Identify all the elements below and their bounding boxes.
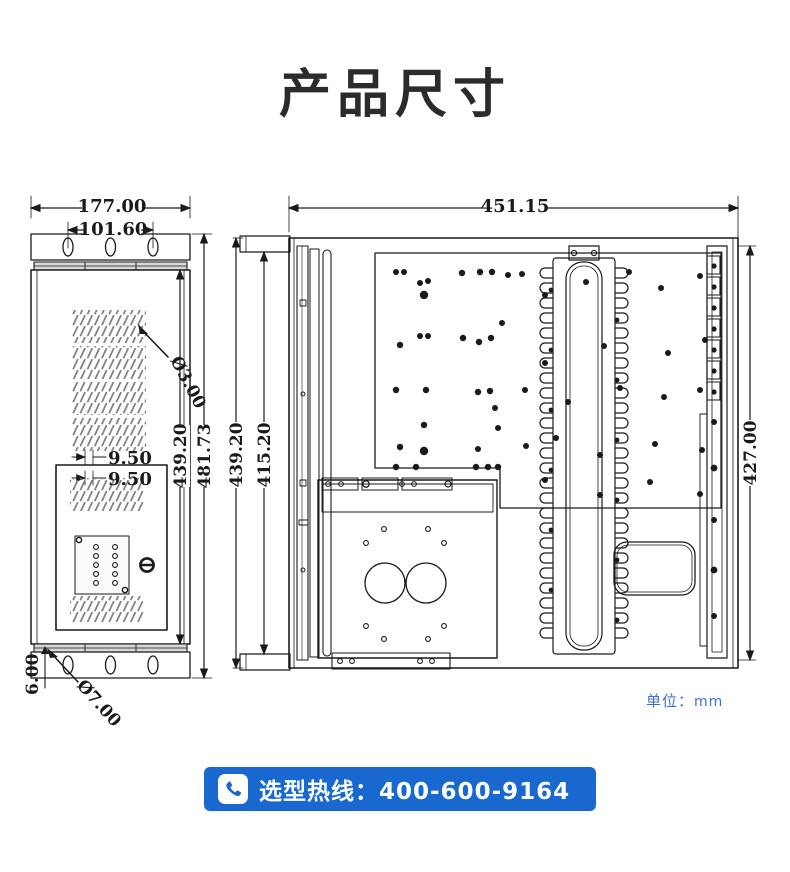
dim-front-width-overall: 177.00	[78, 196, 147, 217]
dim-plan-depth-overall: 451.15	[481, 196, 550, 217]
dim-front-mount-hole-dia: Ø7.00	[72, 676, 125, 731]
hotline-text: 选型热线：400-600-9164	[259, 772, 570, 806]
hotline-number: 400-600-9164	[379, 779, 571, 805]
front-view-geometry	[29, 195, 213, 689]
dim-front-mount-offset: 6.00	[23, 653, 43, 695]
hotline-label: 选型热线：	[259, 779, 379, 805]
unit-note: 单位：mm	[646, 690, 723, 711]
plan-view-geometry	[231, 195, 757, 671]
dim-front-height-overall: 481.73	[195, 423, 215, 488]
unit-note-value: mm	[694, 694, 724, 710]
phone-icon	[218, 774, 248, 804]
page-title: 产品尺寸	[278, 65, 511, 125]
fan-module	[317, 477, 498, 670]
technical-drawing: 177.00 101.60 Ø3.00 9.50 9.50 481.73 439…	[0, 150, 790, 750]
expansion-slot-rail	[699, 245, 728, 659]
dim-front-height-inner: 439.20	[171, 423, 191, 488]
card-guide-assembly	[539, 245, 629, 655]
dim-front-vent-pitch-2: 9.50	[108, 469, 152, 490]
dim-front-vent-pitch-1: 9.50	[108, 448, 152, 469]
rounded-cutout	[613, 541, 696, 596]
unit-note-label: 单位：	[646, 692, 695, 710]
hotline-banner[interactable]: 选型热线：400-600-9164	[204, 767, 596, 811]
dim-plan-length-inner: 415.20	[255, 422, 275, 487]
dim-front-vent-hole-dia: Ø3.00	[166, 353, 210, 412]
dim-plan-width-right: 427.00	[741, 420, 761, 485]
dim-front-hole-spacing: 101.60	[79, 219, 148, 240]
dim-plan-length-outer: 439.20	[227, 422, 247, 487]
